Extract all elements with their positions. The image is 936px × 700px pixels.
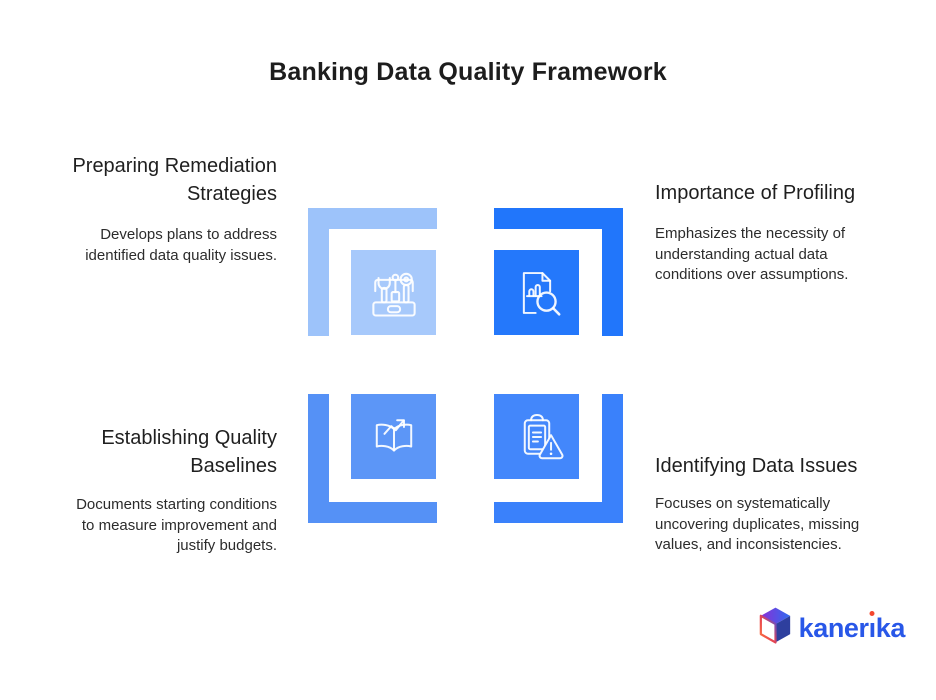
document-search-icon (508, 264, 566, 322)
section-identifying-issues: Identifying Data Issues Focuses on syste… (655, 452, 905, 556)
corner-bracket-top-left (308, 208, 437, 336)
section-description: Focuses on systematically uncovering dup… (655, 495, 860, 553)
section-title: Importance of Profiling (655, 182, 856, 204)
section-establishing-baselines: Establishing Quality Baselines Documents… (22, 424, 277, 557)
section-title: Establishing Quality Baselines (101, 427, 277, 477)
section-description: Emphasizes the necessity of understandin… (655, 225, 849, 283)
tile-establishing-baselines (351, 394, 436, 479)
clipboard-warning-icon (508, 408, 566, 466)
section-description: Develops plans to address identified dat… (85, 226, 277, 264)
section-description: Documents starting conditions to measure… (76, 496, 277, 554)
corner-bracket-top-right (494, 208, 623, 336)
section-importance-profiling: Importance of Profiling Emphasizes the n… (655, 179, 900, 286)
toolbox-icon (364, 263, 424, 323)
tile-identifying-issues (494, 394, 579, 479)
tile-importance-profiling (494, 250, 579, 335)
kanerika-wordmark: kanerıka (799, 608, 906, 648)
kanerika-cube-icon (759, 606, 792, 649)
section-title: Identifying Data Issues (655, 455, 858, 477)
tile-preparing-remediation (351, 250, 436, 335)
section-title: Preparing Remediation Strategies (72, 155, 277, 205)
book-growth-icon (365, 408, 423, 466)
corner-bracket-bottom-left (308, 394, 437, 523)
logo-letter-i: ı (869, 608, 877, 648)
section-preparing-remediation: Preparing Remediation Strategies Develop… (17, 152, 277, 266)
page-title: Banking Data Quality Framework (269, 58, 667, 86)
kanerika-logo[interactable]: kanerıka (759, 606, 905, 649)
corner-bracket-bottom-right (494, 394, 623, 523)
